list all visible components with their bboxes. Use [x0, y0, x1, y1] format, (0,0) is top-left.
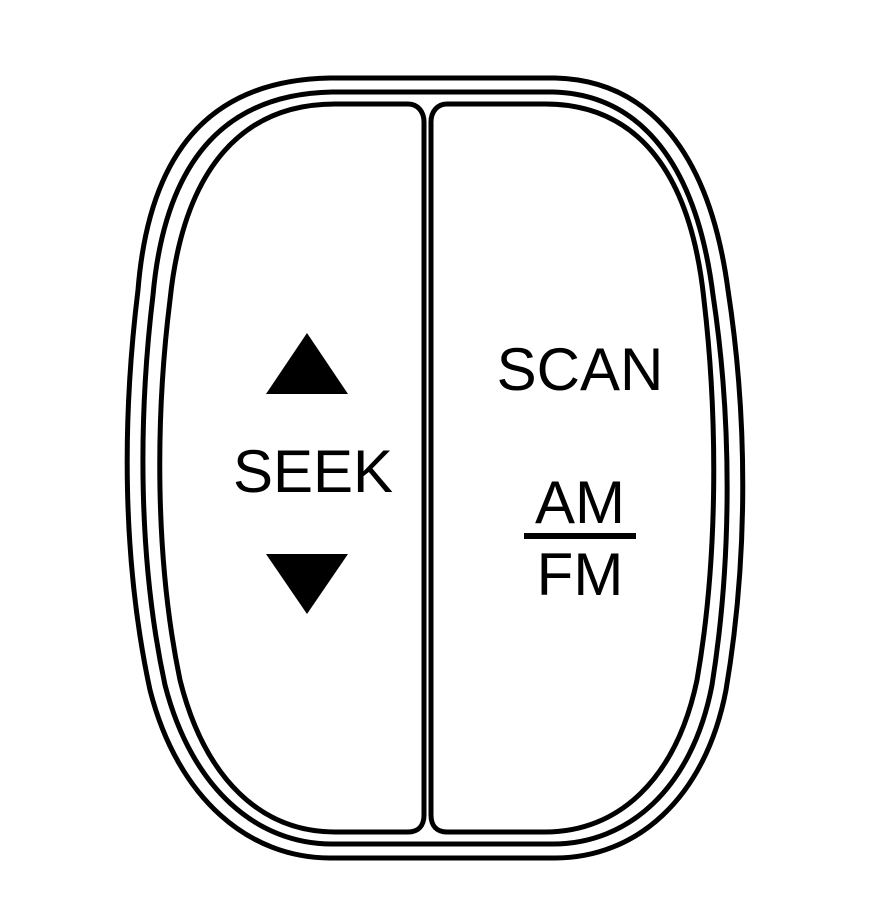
scan-band-button-outline	[428, 101, 717, 835]
seek-label: SEEK	[233, 438, 393, 505]
scan-band-button[interactable]: SCAN AM FM	[428, 101, 717, 835]
triangle-up-icon	[266, 333, 348, 394]
seek-button-outline	[157, 101, 427, 835]
fm-label: FM	[537, 541, 624, 608]
am-label: AM	[535, 469, 625, 536]
triangle-down-icon	[266, 554, 348, 614]
seek-button[interactable]: SEEK	[157, 101, 427, 835]
am-fm-divider	[524, 533, 636, 539]
scan-label: SCAN	[497, 336, 664, 403]
